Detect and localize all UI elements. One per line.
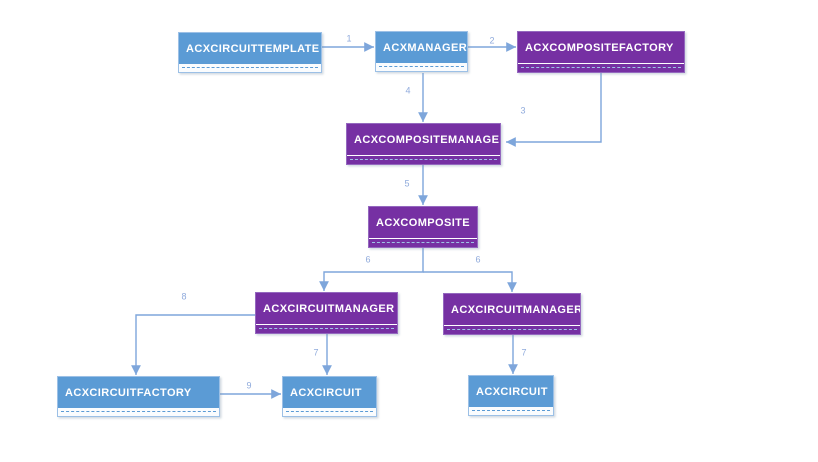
edge-label-6-left: 6 [365,254,371,265]
edge-label-5: 5 [404,178,410,189]
node-label: ACXCIRCUITMANAGER [256,293,397,325]
node-acxcircuitfactory[interactable]: ACXCIRCUITFACTORY [57,376,220,417]
edge-label-6-right: 6 [475,254,481,265]
edge-label-7-right: 7 [521,347,527,358]
node-label: ACXCIRCUITTEMPLATE [179,33,321,64]
node-footer-strip [179,64,321,72]
connector-8 [131,314,255,375]
node-footer-strip [518,64,684,72]
node-footer-strip [283,408,376,416]
node-label: ACXCIRCUITMANAGER [444,294,580,326]
connector-3 [505,73,602,147]
node-footer-strip [369,239,477,247]
node-label: ACXCIRCUITFACTORY [58,377,219,408]
node-footer-strip [444,326,580,334]
node-label: ACXCIRCUIT [469,376,553,407]
node-footer-strip [347,156,500,164]
node-acxcircuit-right[interactable]: ACXCIRCUIT [468,375,554,416]
edge-label-2: 2 [489,35,495,46]
node-acxcomposite[interactable]: ACXCOMPOSITE [368,206,478,248]
node-acxcircuittemplate[interactable]: ACXCIRCUITTEMPLATE [178,32,322,73]
edge-label-7-left: 7 [313,347,319,358]
edge-label-9: 9 [246,380,252,391]
node-acxcompositefactory[interactable]: ACXCOMPOSITEFACTORY [517,31,685,73]
edge-label-3: 3 [520,105,526,116]
node-footer-strip [469,407,553,415]
node-label: ACXCOMPOSITE [369,207,477,239]
node-acxcircuitmanager-right[interactable]: ACXCIRCUITMANAGER [443,293,581,335]
node-acxmanager[interactable]: ACXMANAGER [375,31,468,72]
edge-label-4: 4 [405,85,411,96]
node-footer-strip [376,63,467,71]
node-acxcompositemanager[interactable]: ACXCOMPOSITEMANAGER [346,123,501,165]
connector-6-right [423,271,517,292]
node-label: ACXMANAGER [376,32,467,63]
node-label: ACXCOMPOSITEFACTORY [518,32,684,64]
node-acxcircuitmanager-left[interactable]: ACXCIRCUITMANAGER [255,292,398,334]
node-footer-strip [58,408,219,416]
node-acxcircuit-left[interactable]: ACXCIRCUIT [282,376,377,417]
edge-label-8: 8 [181,291,187,302]
node-label: ACXCIRCUIT [283,377,376,408]
node-footer-strip [256,325,397,333]
edge-label-1: 1 [346,33,352,44]
connector-6-left [319,247,424,291]
node-label: ACXCOMPOSITEMANAGER [347,124,500,156]
